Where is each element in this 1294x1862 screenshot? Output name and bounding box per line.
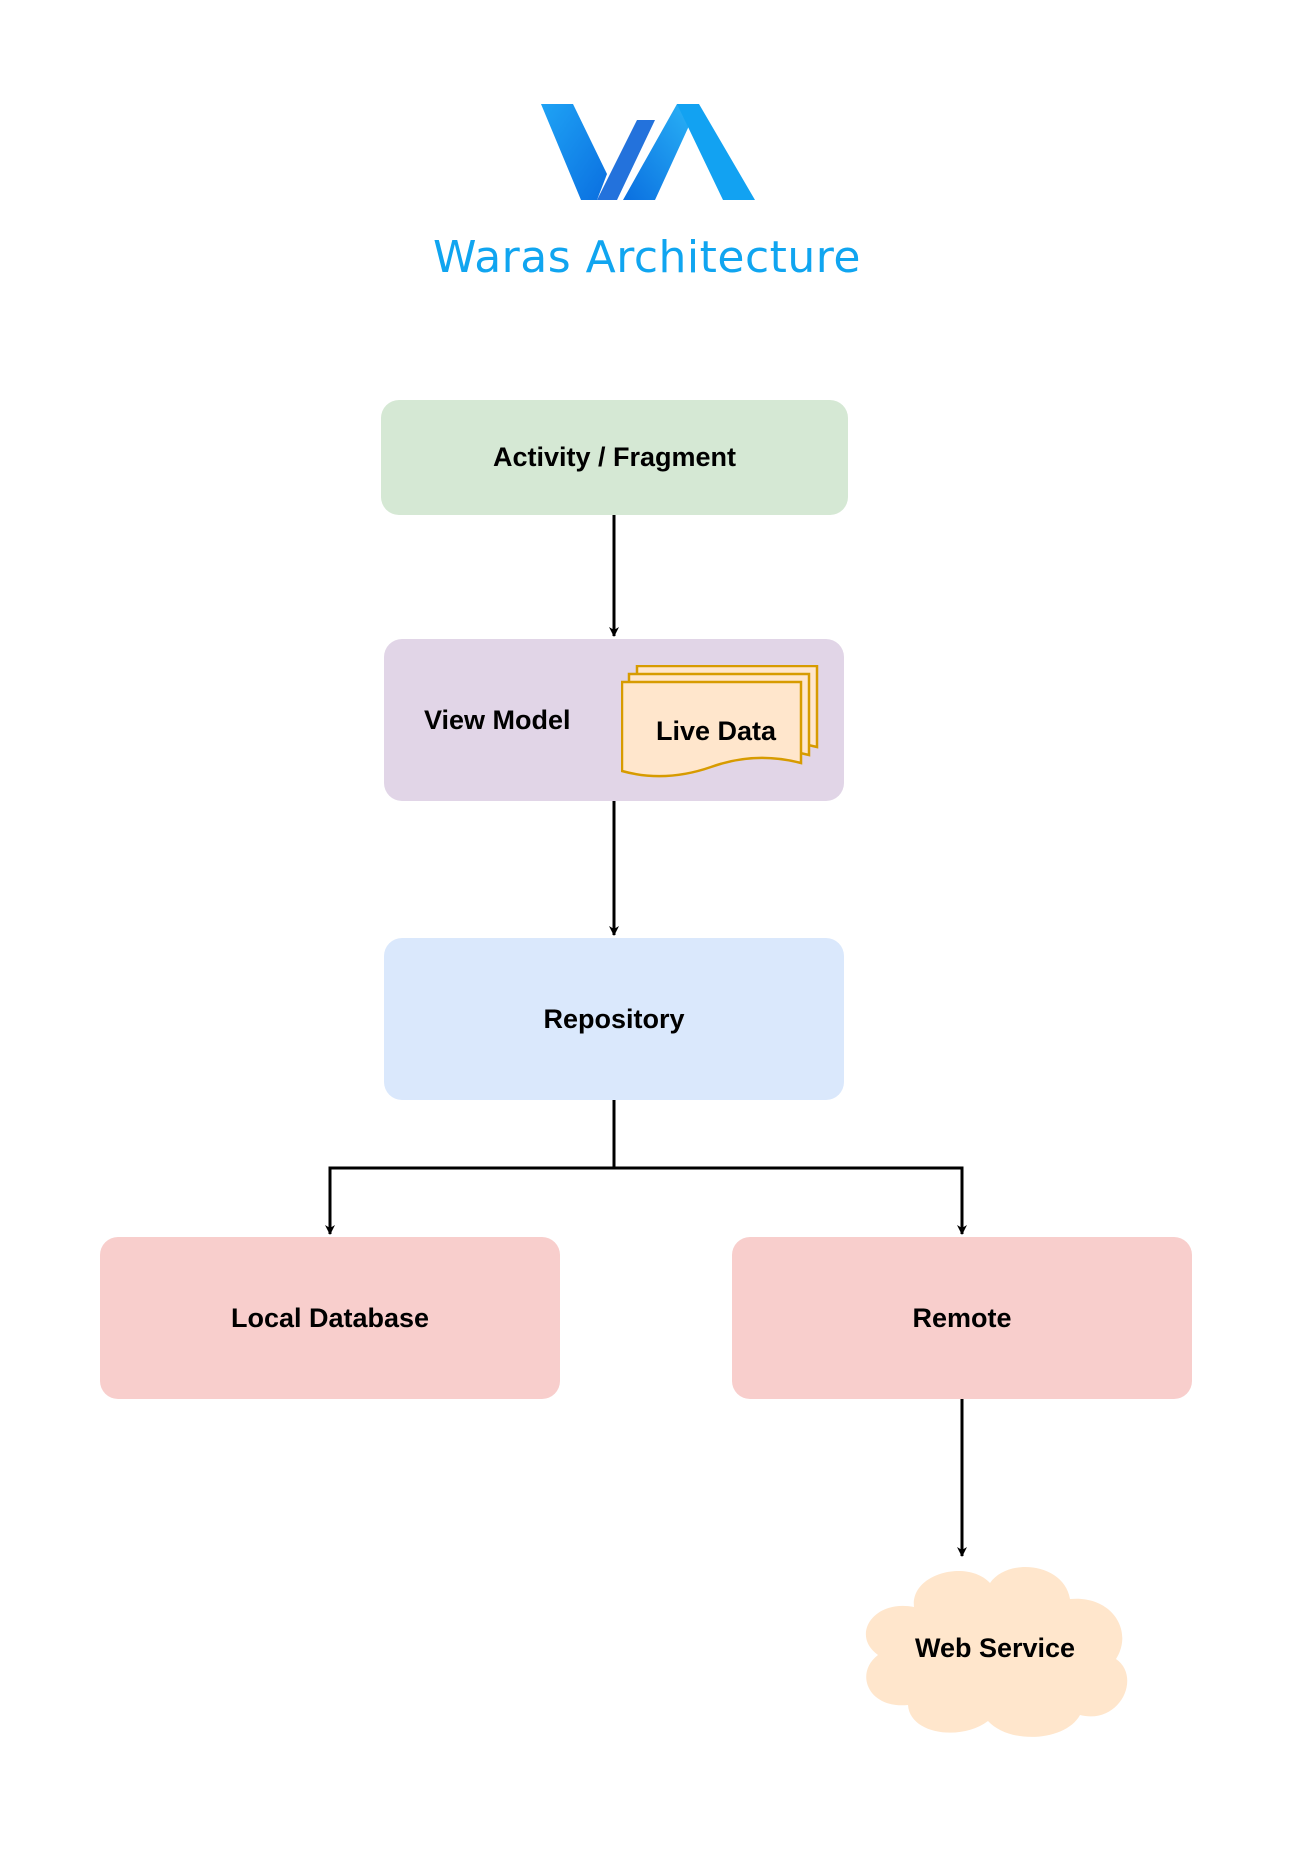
- remote-node: Remote: [732, 1237, 1192, 1399]
- edge-repository-remote: [614, 1166, 967, 1235]
- remote-label: Remote: [912, 1302, 1012, 1333]
- web-service-label: Web Service: [914, 1632, 1076, 1663]
- local-database-label: Local Database: [230, 1302, 430, 1333]
- live-data-document-icon: [620, 664, 819, 778]
- edge-repository-local: [325, 1100, 616, 1235]
- repository-node: Repository: [384, 938, 844, 1100]
- web-service-node: Web Service: [850, 1555, 1140, 1741]
- view-model-node: View Model Live Data: [384, 639, 844, 801]
- web-service-cloud-icon: [865, 1567, 1128, 1737]
- view-model-label: View Model: [424, 704, 571, 735]
- local-database-node: Local Database: [100, 1237, 560, 1399]
- va-logo-icon: [541, 104, 755, 200]
- repository-label: Repository: [543, 1003, 685, 1034]
- activity-fragment-node: Activity / Fragment: [381, 400, 848, 515]
- live-data-node: Live Data: [620, 664, 821, 785]
- live-data-label: Live Data: [655, 715, 777, 746]
- brand-title: Waras Architecture: [433, 232, 861, 283]
- activity-fragment-label: Activity / Fragment: [492, 442, 737, 472]
